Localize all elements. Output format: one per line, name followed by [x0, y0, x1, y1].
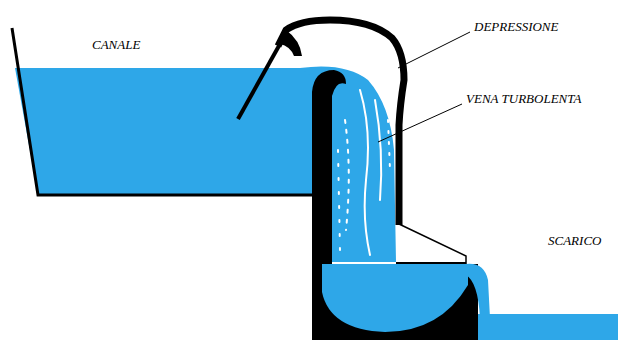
streak [345, 120, 349, 230]
streak [360, 90, 370, 255]
overflow-water [466, 264, 490, 318]
basin-roof [399, 224, 466, 264]
depression-air [330, 61, 395, 118]
basin-structure [312, 262, 478, 340]
region-label: DEPRESSIONE [474, 20, 558, 34]
streak [385, 75, 393, 100]
basin-water [322, 264, 468, 332]
hood-plate [238, 44, 280, 119]
canal-wall [12, 28, 318, 195]
region-label: CANALE [92, 38, 140, 52]
discharge-water [478, 314, 618, 340]
hood-nozzle [280, 30, 302, 56]
region-label: SCARICO [548, 234, 601, 248]
turbulence-streaks [338, 75, 393, 255]
leader-line [398, 32, 470, 68]
canal-water [15, 68, 318, 195]
leader-line [378, 104, 462, 142]
siphon-hood [278, 20, 404, 225]
siphon-water [300, 67, 396, 263]
siphon-pier [312, 70, 346, 262]
streak [388, 120, 390, 170]
region-label: VENA TURBOLENTA [466, 92, 581, 106]
streak [338, 150, 340, 250]
streak [375, 100, 381, 200]
